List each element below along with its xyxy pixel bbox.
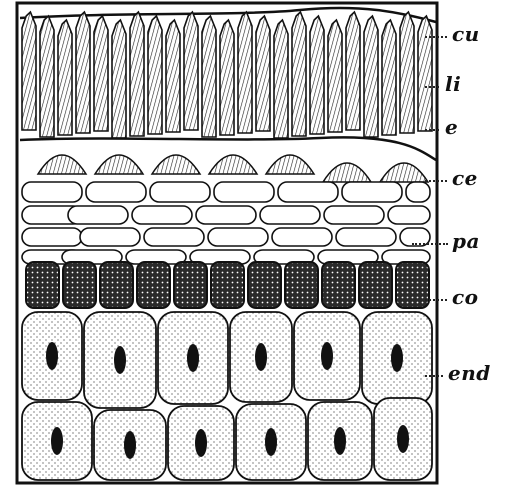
label-ce: ce: [452, 168, 478, 188]
endosperm-nucleus: [187, 344, 199, 372]
flattened-cell: [80, 228, 140, 246]
cortex-cell: [63, 262, 96, 308]
endosperm-nucleus: [51, 427, 63, 455]
palisade-cell: [202, 16, 216, 137]
endosperm-nucleus: [124, 431, 136, 459]
palisade-cell: [166, 20, 180, 132]
palisade-cell: [220, 20, 234, 135]
endosperm-nucleus: [334, 427, 346, 455]
flattened-cell: [86, 182, 146, 202]
endosperm-nucleus: [391, 344, 403, 372]
flattened-cell: [208, 228, 268, 246]
co-leader: [425, 299, 447, 301]
label-cu: cu: [452, 24, 480, 44]
palisade-cell: [148, 16, 162, 134]
flattened-cell: [22, 182, 82, 202]
flattened-cell: [406, 182, 430, 202]
flattened-cell: [260, 206, 320, 224]
label-li: li: [445, 74, 461, 94]
flattened-cell: [22, 228, 82, 246]
ce-leader: [425, 180, 447, 182]
label-e: e: [445, 117, 458, 137]
cortex-cell: [359, 262, 392, 308]
palisade-cells: [22, 12, 432, 138]
flattened-cell: [196, 206, 256, 224]
endosperm-nucleus: [397, 425, 409, 453]
palisade-cell: [94, 16, 108, 131]
pa-leader: [412, 243, 448, 245]
flattened-cell: [324, 206, 384, 224]
palisade-cell: [328, 20, 342, 132]
palisade-cell: [274, 20, 288, 138]
endosperm-nucleus: [255, 343, 267, 371]
palisade-cell: [130, 12, 144, 136]
endosperm-nucleus: [265, 428, 277, 456]
endosperm-nucleus: [195, 429, 207, 457]
cortex-cell: [285, 262, 318, 308]
flattened-cell: [388, 206, 430, 224]
cortex-cell: [396, 262, 429, 308]
palisade-cell: [400, 12, 414, 133]
label-co: co: [452, 287, 479, 307]
cortex-cell: [211, 262, 244, 308]
endosperm-nucleus: [114, 346, 126, 374]
cortex-cell: [100, 262, 133, 308]
palisade-cell: [256, 16, 270, 131]
palisade-cell: [22, 12, 36, 130]
cu-leader: [425, 36, 447, 38]
e-leader: [425, 129, 439, 131]
flattened-cell: [68, 206, 128, 224]
cortex-cell: [248, 262, 281, 308]
palisade-cell: [184, 12, 198, 130]
cortex-cell: [322, 262, 355, 308]
palisade-cell: [382, 20, 396, 135]
flattened-cell: [272, 228, 332, 246]
cortex-dark-cells: [26, 262, 429, 308]
cortex-cell: [174, 262, 207, 308]
endosperm-nucleus: [46, 342, 58, 370]
palisade-cell: [310, 16, 324, 134]
flattened-cell: [150, 182, 210, 202]
palisade-cell: [76, 12, 90, 133]
palisade-cell: [112, 20, 126, 138]
cortex-cell: [26, 262, 59, 308]
label-pa: pa: [452, 231, 480, 251]
li-leader: [425, 86, 439, 88]
palisade-cell: [238, 12, 252, 133]
flattened-cell: [214, 182, 274, 202]
label-end: end: [448, 363, 491, 383]
endosperm-nucleus: [321, 342, 333, 370]
flattened-cell: [342, 182, 402, 202]
flattened-cell: [336, 228, 396, 246]
flattened-cell: [144, 228, 204, 246]
palisade-cell: [58, 20, 72, 135]
palisade-cell: [40, 16, 54, 137]
palisade-cell: [346, 12, 360, 130]
end-leader: [425, 375, 443, 377]
cortex-cell: [137, 262, 170, 308]
flattened-cell: [278, 182, 338, 202]
palisade-cell: [292, 12, 306, 136]
flattened-cell: [132, 206, 192, 224]
palisade-cell: [364, 16, 378, 137]
palisade-cell: [418, 16, 432, 131]
